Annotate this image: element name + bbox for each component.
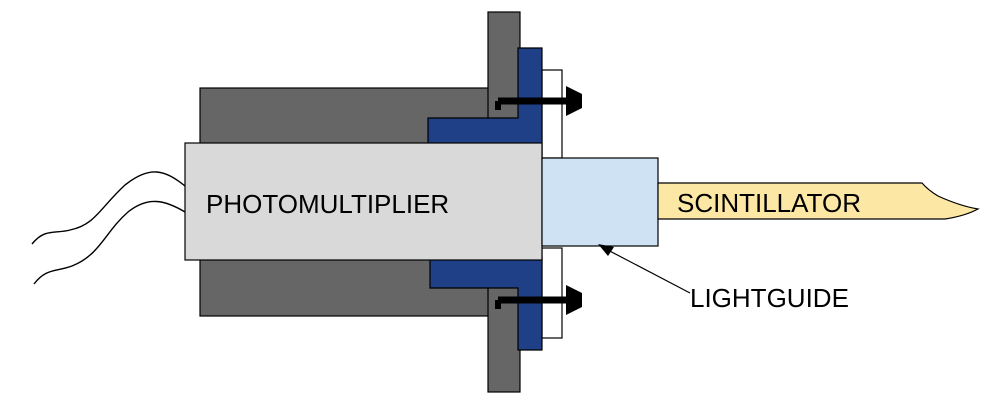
bolt-icon (495, 285, 582, 315)
spacer-top (541, 69, 563, 159)
scintillator-strip (657, 182, 980, 220)
label-scintillator: SCINTILLATOR (677, 188, 861, 218)
lightguide-leader (603, 247, 691, 294)
cable-lower (33, 200, 186, 285)
bolt-icon (495, 86, 582, 116)
label-lightguide: LIGHTGUIDE (690, 283, 849, 313)
label-photomultiplier: PHOTOMULTIPLIER (206, 189, 449, 219)
cable-upper (31, 171, 186, 245)
arrow-icon (598, 244, 614, 256)
lightguide-block (541, 157, 659, 247)
spacer-bottom (541, 247, 563, 339)
